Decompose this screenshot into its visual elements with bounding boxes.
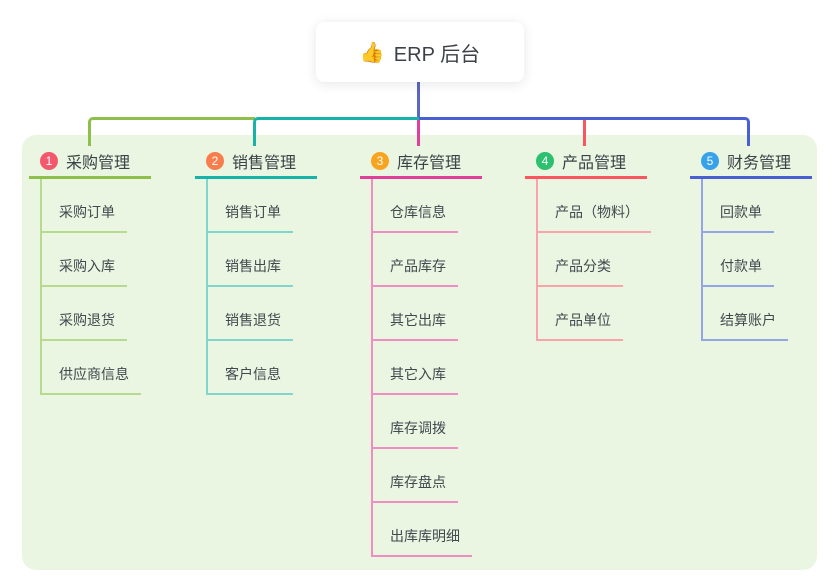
child-node[interactable]: 销售退货 bbox=[208, 287, 293, 341]
child-node[interactable]: 库存盘点 bbox=[373, 449, 458, 503]
child-node[interactable]: 采购订单 bbox=[42, 179, 127, 233]
child-label: 供应商信息 bbox=[59, 366, 129, 382]
child-label: 产品分类 bbox=[555, 258, 611, 274]
connector-branch-1 bbox=[88, 117, 255, 146]
branch-header[interactable]: 5 财务管理 bbox=[690, 145, 812, 179]
branches-panel bbox=[22, 135, 817, 570]
child-node[interactable]: 其它出库 bbox=[373, 287, 458, 341]
child-node[interactable]: 付款单 bbox=[703, 233, 774, 287]
connector-branch-2 bbox=[253, 117, 419, 146]
branch-header[interactable]: 1 采购管理 bbox=[29, 145, 151, 179]
child-node[interactable]: 其它入库 bbox=[373, 341, 458, 395]
child-label: 回款单 bbox=[720, 204, 762, 220]
branch-label: 库存管理 bbox=[397, 154, 462, 172]
branch-column: 3 库存管理 仓库信息产品库存其它出库其它入库库存调拨库存盘点出库库明细 bbox=[360, 145, 482, 557]
child-node[interactable]: 销售出库 bbox=[208, 233, 293, 287]
branch-column: 2 销售管理 销售订单销售出库销售退货客户信息 bbox=[195, 145, 317, 395]
child-node[interactable]: 产品分类 bbox=[538, 233, 623, 287]
child-node[interactable]: 供应商信息 bbox=[42, 341, 141, 395]
child-label: 付款单 bbox=[720, 258, 762, 274]
child-label: 库存调拨 bbox=[390, 420, 446, 436]
child-label: 产品库存 bbox=[390, 258, 446, 274]
child-label: 销售订单 bbox=[225, 204, 281, 220]
child-label: 其它入库 bbox=[390, 366, 446, 382]
child-node[interactable]: 结算账户 bbox=[703, 287, 788, 341]
child-node[interactable]: 产品（物料） bbox=[538, 179, 651, 233]
child-label: 产品（物料） bbox=[555, 204, 639, 220]
child-label: 销售出库 bbox=[225, 258, 281, 274]
child-node[interactable]: 产品库存 bbox=[373, 233, 458, 287]
branch-index-badge: 4 bbox=[536, 151, 554, 170]
branch-index-badge: 2 bbox=[206, 151, 224, 170]
branch-index-badge: 5 bbox=[701, 151, 719, 170]
branch-column: 4 产品管理 产品（物料） 产品分类产品单位 bbox=[525, 145, 651, 341]
child-label: 出库库明细 bbox=[390, 528, 460, 544]
branch-column: 5 财务管理 回款单付款单结算账户 bbox=[690, 145, 812, 341]
branch-label: 销售管理 bbox=[232, 154, 297, 172]
child-label: 采购退货 bbox=[59, 312, 115, 328]
child-label: 客户信息 bbox=[225, 366, 281, 382]
child-label: 仓库信息 bbox=[390, 204, 446, 220]
branch-children: 回款单付款单结算账户 bbox=[701, 179, 788, 341]
branch-index-badge: 3 bbox=[371, 151, 389, 170]
child-node[interactable]: 仓库信息 bbox=[373, 179, 458, 233]
child-label: 产品单位 bbox=[555, 312, 611, 328]
connector-branch-4 bbox=[583, 120, 586, 146]
branch-children: 产品（物料） 产品分类产品单位 bbox=[536, 179, 651, 341]
branch-index-badge: 1 bbox=[40, 151, 58, 170]
branch-label: 产品管理 bbox=[562, 154, 627, 172]
branch-column: 1 采购管理 采购订单采购入库采购退货供应商信息 bbox=[29, 145, 151, 395]
child-label: 结算账户 bbox=[720, 312, 776, 328]
branch-label: 采购管理 bbox=[66, 154, 131, 172]
branch-children: 销售订单销售出库销售退货客户信息 bbox=[206, 179, 293, 395]
child-node[interactable]: 销售订单 bbox=[208, 179, 293, 233]
branch-children: 采购订单采购入库采购退货供应商信息 bbox=[40, 179, 141, 395]
child-label: 采购订单 bbox=[59, 204, 115, 220]
connector-branch-5 bbox=[419, 117, 750, 146]
child-label: 库存盘点 bbox=[390, 474, 446, 490]
branch-header[interactable]: 3 库存管理 bbox=[360, 145, 482, 179]
branch-label: 财务管理 bbox=[727, 154, 792, 172]
connector-branch-3 bbox=[417, 120, 420, 146]
child-node[interactable]: 采购退货 bbox=[42, 287, 127, 341]
connector-root bbox=[417, 81, 420, 118]
child-node[interactable]: 库存调拨 bbox=[373, 395, 458, 449]
child-node[interactable]: 回款单 bbox=[703, 179, 774, 233]
child-node[interactable]: 出库库明细 bbox=[373, 503, 472, 557]
child-label: 采购入库 bbox=[59, 258, 115, 274]
child-node[interactable]: 采购入库 bbox=[42, 233, 127, 287]
branch-header[interactable]: 4 产品管理 bbox=[525, 145, 647, 179]
child-node[interactable]: 产品单位 bbox=[538, 287, 623, 341]
branch-children: 仓库信息产品库存其它出库其它入库库存调拨库存盘点出库库明细 bbox=[371, 179, 472, 557]
child-label: 其它出库 bbox=[390, 312, 446, 328]
root-label: ERP 后台 bbox=[393, 43, 481, 66]
thumbs-up-icon: 👍 bbox=[359, 41, 385, 64]
child-node[interactable]: 客户信息 bbox=[208, 341, 293, 395]
child-label: 销售退货 bbox=[225, 312, 281, 328]
root-node[interactable]: 👍 ERP 后台 bbox=[316, 22, 524, 82]
branch-header[interactable]: 2 销售管理 bbox=[195, 145, 317, 179]
